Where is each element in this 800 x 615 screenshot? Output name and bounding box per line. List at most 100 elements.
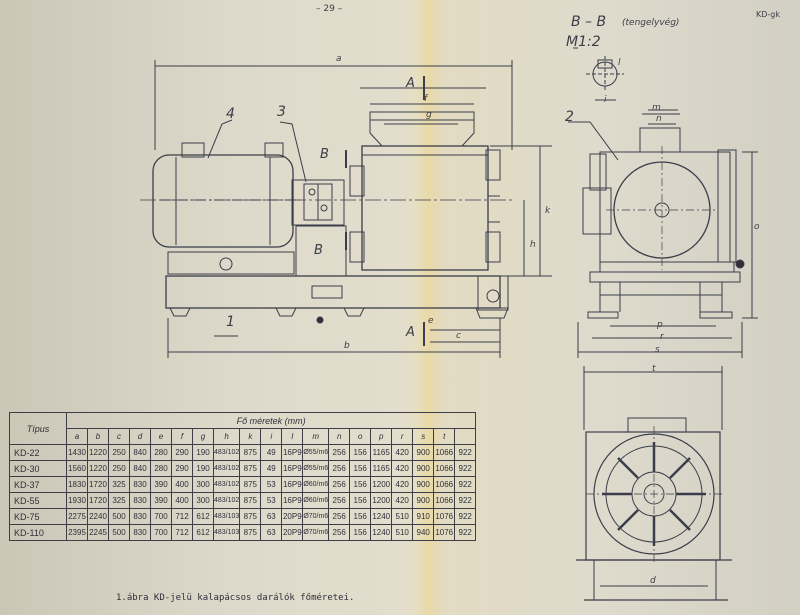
table-cell: 156 — [349, 492, 372, 509]
column-header: t — [433, 428, 456, 445]
table-cell: 156 — [349, 508, 372, 525]
table-cell: 400 — [171, 492, 193, 509]
row-type-cell: KD-110 — [9, 524, 67, 541]
table-cell: 49 — [260, 444, 283, 461]
table-cell: 1200 — [370, 492, 393, 509]
part-label-3: 3 — [277, 104, 286, 120]
table-cell: 910 — [412, 508, 435, 525]
table-cell: 612 — [192, 508, 214, 525]
table-cell: 1165 — [370, 460, 393, 477]
table-cell: 922 — [454, 492, 477, 509]
table-column-header-row: a b c d e f g h k i l m n o p r s t — [10, 428, 477, 445]
column-header: c — [108, 428, 130, 445]
motor-base — [167, 251, 295, 275]
table-cell: 875 — [239, 476, 262, 493]
table-cell: 900 — [412, 444, 435, 461]
table-cell: 1066 — [433, 460, 456, 477]
table-cell: 1076 — [433, 508, 456, 525]
section-label-a-top: A — [406, 76, 415, 91]
column-header: s — [412, 428, 435, 445]
table-cell: 400 — [171, 476, 193, 493]
table-cell: 922 — [454, 508, 477, 525]
column-header — [454, 428, 477, 445]
hopper — [369, 111, 475, 147]
table-cell: 830 — [129, 476, 151, 493]
table-group-header: Fő méretek (mm) — [65, 412, 477, 429]
table-cell: 256 — [328, 444, 351, 461]
dim-m: m — [652, 103, 661, 113]
column-header: o — [349, 428, 372, 445]
table-cell: 1066 — [433, 476, 456, 493]
table-cell: 1830 — [66, 476, 88, 493]
table-cell: 256 — [328, 508, 351, 525]
table-cell: 190 — [192, 444, 214, 461]
table-cell: 290 — [171, 460, 193, 477]
mill-housing — [361, 145, 489, 271]
table-cell: 250 — [108, 444, 130, 461]
column-header: h — [212, 428, 241, 445]
table-cell: 280 — [150, 444, 172, 461]
column-header: n — [328, 428, 351, 445]
table-cell: 2275 — [66, 508, 88, 525]
table-cell: 390 — [150, 476, 172, 493]
table-cell: 2395 — [66, 524, 88, 541]
table-cell: 922 — [454, 476, 477, 493]
column-header: b — [87, 428, 109, 445]
table-cell: 16P9 — [281, 444, 304, 461]
table-cell: 156 — [349, 524, 372, 541]
column-header: m — [302, 428, 330, 445]
table-cell: 483/103 — [212, 524, 241, 541]
table-cell: 156 — [349, 444, 372, 461]
table-cell: 1720 — [87, 492, 109, 509]
table-cell: Ø60/m6 — [302, 476, 330, 493]
column-header: r — [391, 428, 414, 445]
dim-t: t — [652, 364, 656, 374]
part-label-4: 4 — [226, 106, 235, 122]
motor-terminal-box — [181, 142, 205, 158]
table-cell: 500 — [108, 524, 130, 541]
table-type-header: Típus — [9, 412, 67, 445]
table-cell: 63 — [260, 524, 283, 541]
figure-caption: 1.ábra KD-jelü kalapácsos darálók főmére… — [116, 593, 355, 603]
table-cell: 1430 — [66, 444, 88, 461]
row-type-cell: KD-55 — [9, 492, 67, 509]
table-cell: 49 — [260, 460, 283, 477]
dim-n: n — [656, 114, 662, 124]
table-cell: 420 — [391, 460, 414, 477]
table-cell: 420 — [391, 476, 414, 493]
table-cell: 63 — [260, 508, 283, 525]
table-cell: Ø55/m6 — [302, 460, 330, 477]
table-cell: 940 — [412, 524, 435, 541]
dim-i: i — [604, 95, 607, 105]
dimensions-table: Típus Fő méretek (mm) a b c d e f g h k … — [9, 412, 477, 541]
table-cell: 510 — [391, 508, 414, 525]
dim-b: b — [344, 341, 350, 351]
table-cell: 483/102 — [212, 476, 241, 493]
dim-c: c — [456, 331, 461, 341]
dim-s: s — [655, 345, 660, 355]
part-label-1: 1 — [226, 314, 235, 330]
table-cell: 256 — [328, 460, 351, 477]
table-cell: 53 — [260, 476, 283, 493]
column-header: f — [171, 428, 193, 445]
table-cell: 922 — [454, 460, 477, 477]
table-cell: 712 — [171, 524, 193, 541]
table-cell: 390 — [150, 492, 172, 509]
table-cell: 830 — [129, 492, 151, 509]
table-cell: 900 — [412, 492, 435, 509]
table-cell: 875 — [239, 460, 262, 477]
part-label-2: 2 — [565, 109, 574, 125]
table-cell: 1220 — [87, 444, 109, 461]
table-cell: 483/103 — [212, 508, 241, 525]
row-type-cell: KD-22 — [9, 444, 67, 461]
table-cell: 20P9 — [281, 524, 304, 541]
table-cell: 1240 — [370, 524, 393, 541]
table-cell: 2240 — [87, 508, 109, 525]
section-note: (tengelyvég) — [622, 18, 680, 28]
